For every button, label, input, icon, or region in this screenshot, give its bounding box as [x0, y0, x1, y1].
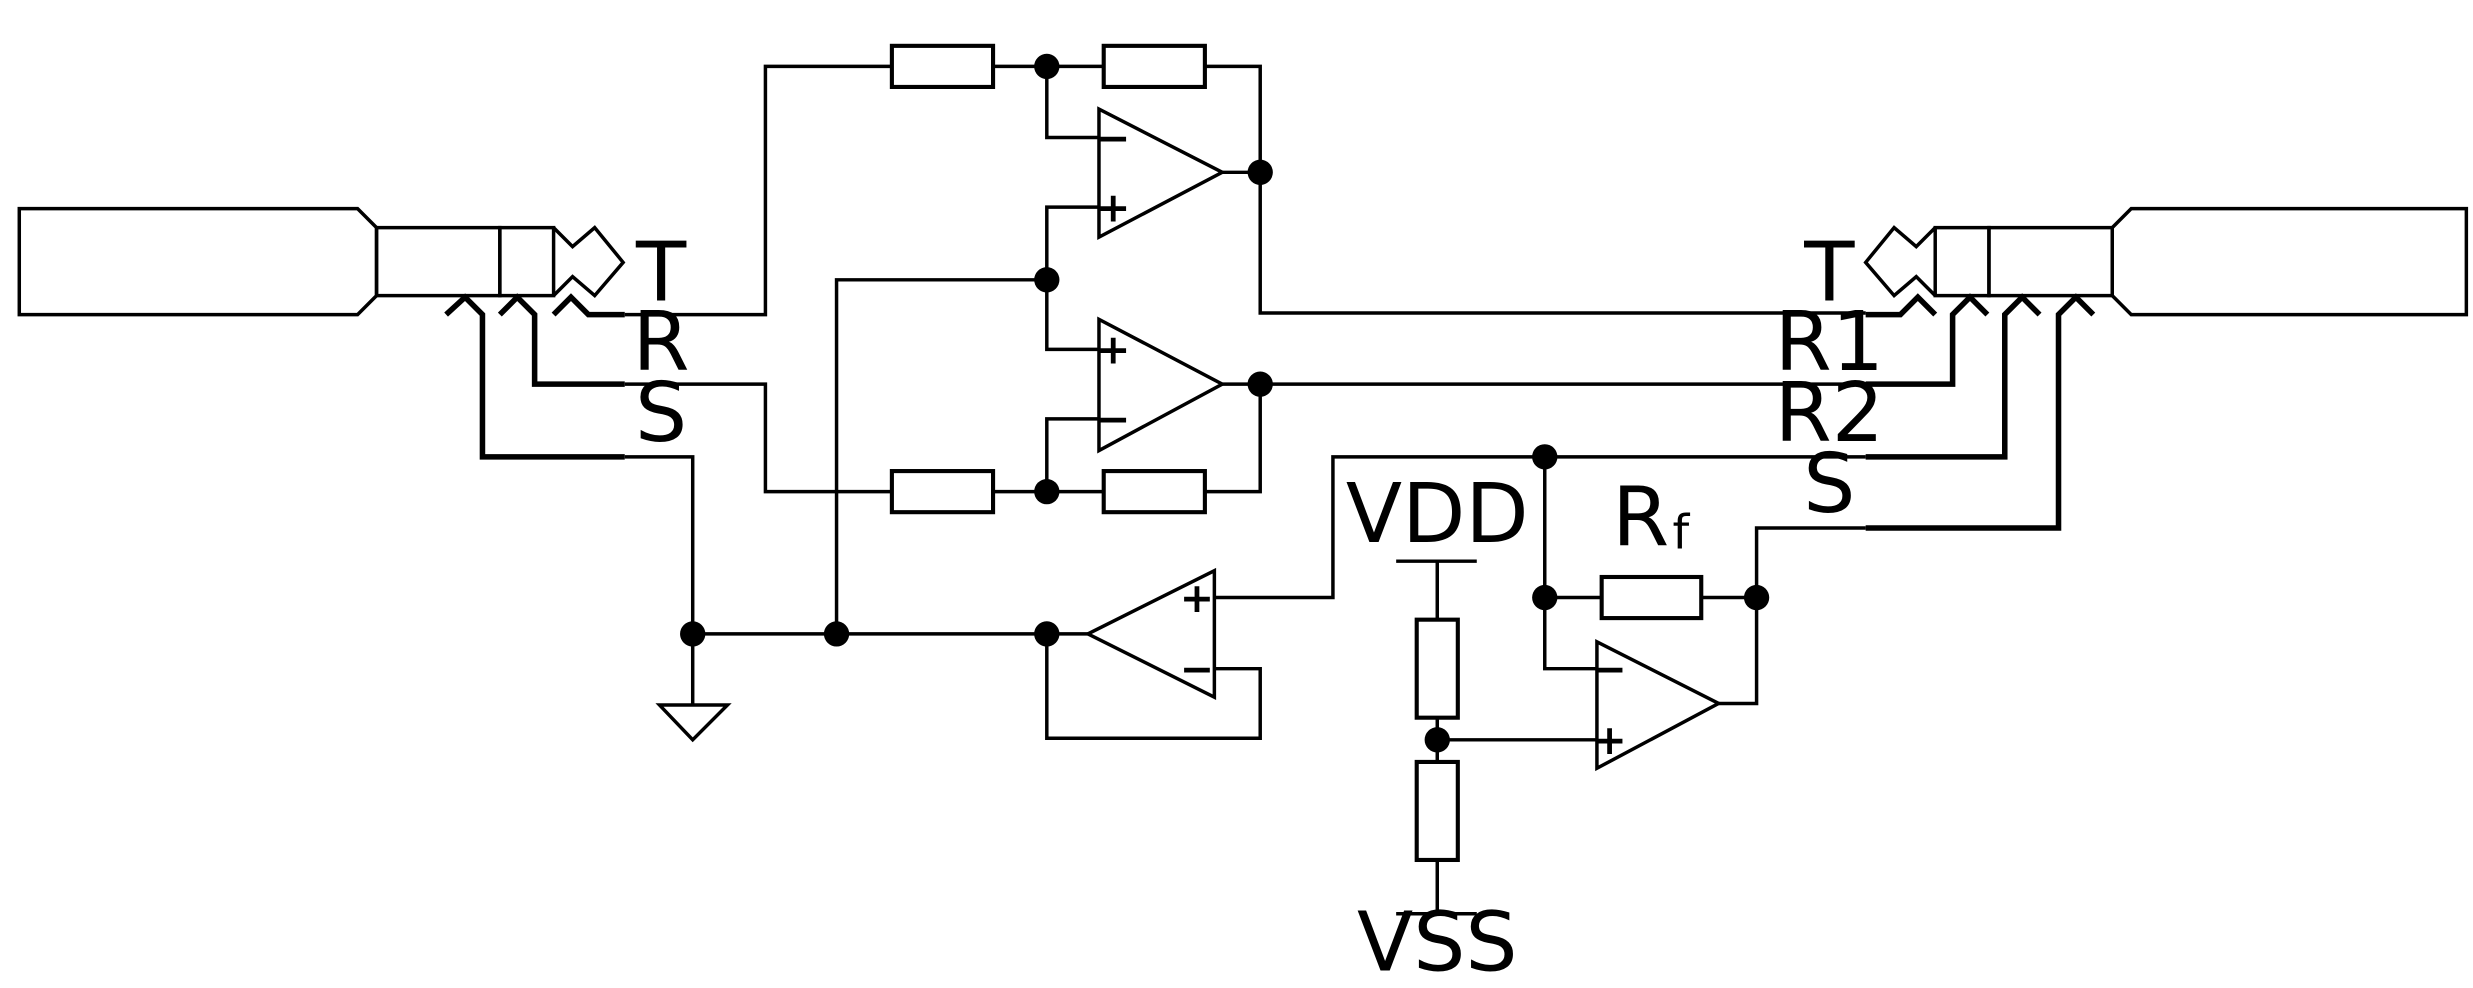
left-ring-label: R: [633, 295, 690, 390]
left-contact-ring: [497, 293, 625, 387]
right-contact-ring1: [1865, 293, 1990, 387]
opamp-buffer: [1084, 567, 1217, 700]
right-jack-contacts: [1865, 293, 2096, 531]
right-jack-body: [2110, 206, 2469, 317]
junction: [1743, 584, 1770, 611]
resistor-lower-input: [889, 469, 996, 515]
junction: [1247, 371, 1273, 397]
opamp-tia: [1595, 638, 1723, 772]
junction: [1034, 53, 1060, 80]
wire-upper-feedback: [1204, 64, 1866, 315]
opamp-buffer-minus: −: [1180, 645, 1214, 693]
wire-lower-feedback: [1204, 384, 1262, 494]
left-audio-jack: [17, 206, 626, 317]
junction: [1424, 727, 1450, 753]
wire-rf-right: [1701, 526, 1866, 600]
vss-label: VSS: [1357, 896, 1518, 988]
resistor-upper-input: [889, 43, 996, 89]
wire-buffer-noninv: [1214, 455, 1866, 600]
right-contact-sleeve: [1865, 293, 2096, 531]
resistor-divider-bottom: [1414, 759, 1460, 863]
wire-bias-rail: [834, 278, 1047, 634]
opamps: [1084, 106, 1723, 772]
junction: [1532, 584, 1558, 611]
wire-tia-inverting: [1543, 456, 1597, 671]
wire-upper-inverting: [1045, 66, 1099, 140]
ground-symbol: [655, 703, 732, 743]
junction: [1247, 159, 1273, 185]
wire-tia-out: [1718, 597, 1759, 706]
opamp-buffer-plus: +: [1180, 574, 1214, 622]
wire-buffer-feedback: [1045, 633, 1262, 740]
wire-sleeve-ground: [624, 455, 695, 706]
left-jack-contacts: [444, 293, 625, 460]
wire-lower-inverting: [1045, 417, 1099, 492]
opamp-tia-minus: −: [1592, 645, 1626, 693]
resistor-rf: [1599, 574, 1704, 621]
opamp-lower: [1097, 316, 1226, 454]
left-contact-sleeve: [444, 293, 625, 460]
left-jack-body: [17, 206, 379, 317]
junction: [1034, 621, 1060, 647]
left-contact-tip: [551, 293, 625, 318]
wire-tip-in: [624, 64, 892, 317]
right-jack-tip: [1863, 225, 1937, 299]
right-jack-ring: [1933, 225, 1991, 298]
resistor-upper-feedback: [1101, 43, 1207, 89]
resistor-lower-feedback: [1101, 469, 1207, 515]
opamp-tia-plus: +: [1592, 716, 1626, 764]
left-sleeve-label: S: [635, 366, 687, 461]
right-contact-tip: [1865, 293, 1938, 318]
right-tip-label: T: [1803, 225, 1855, 320]
resistors: [889, 43, 1704, 863]
junction: [1532, 444, 1558, 470]
junction: [823, 621, 850, 647]
left-jack-ring: [498, 225, 556, 298]
opamp-upper-plus: +: [1096, 183, 1130, 231]
right-sleeve-label: S: [1803, 437, 1855, 532]
vdd-label: VDD: [1346, 467, 1529, 562]
junction: [1034, 267, 1060, 293]
junction: [1034, 478, 1060, 505]
rf-label-subscript: f: [1672, 506, 1690, 561]
right-ring1-label: R1: [1775, 295, 1884, 390]
resistor-divider-top: [1414, 617, 1460, 720]
right-ring2-label: R2: [1775, 366, 1884, 461]
opamp-lower-minus: −: [1096, 395, 1130, 443]
right-audio-jack: [1863, 206, 2469, 317]
opamp-upper: [1097, 106, 1227, 240]
opamp-lower-plus: +: [1096, 326, 1130, 374]
rf-label-main: R: [1612, 470, 1669, 565]
left-jack-tip: [552, 225, 626, 299]
junctions: [680, 53, 1770, 753]
opamp-upper-minus: −: [1096, 114, 1130, 162]
wire-ring-in: [624, 382, 892, 494]
right-contact-ring2: [1865, 293, 2042, 460]
wires: [624, 64, 1866, 916]
junction: [680, 621, 706, 647]
left-jack-sleeve: [374, 225, 502, 298]
left-tip-label: T: [635, 225, 687, 320]
right-jack-sleeve: [1987, 225, 2115, 298]
